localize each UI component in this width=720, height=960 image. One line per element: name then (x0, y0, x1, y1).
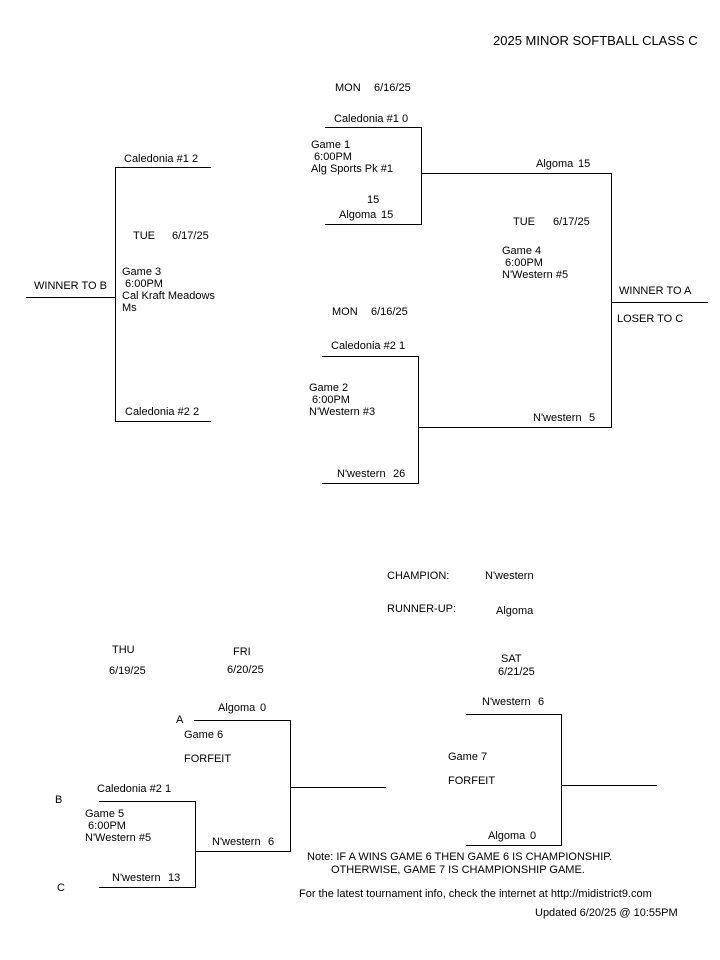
game1-connector (421, 127, 422, 225)
note-line-2: OTHERWISE, GAME 7 IS CHAMPIONSHIP GAME. (331, 864, 585, 876)
game7-team-bottom: Algoma (488, 830, 526, 842)
game6-team-bottom: N'western (212, 836, 261, 848)
runnerup-label: RUNNER-UP: (387, 603, 457, 615)
game4-info: Game 4 6:00PM N'Western #5 (502, 245, 569, 281)
game7-score-bottom: 0 (530, 830, 537, 842)
game7-team-top: N'western (482, 696, 531, 708)
game7-info: Game 7 (448, 751, 488, 763)
game6-score-bottom: 6 (268, 836, 275, 848)
game7-status: FORFEIT (448, 775, 496, 787)
game6-connector (290, 720, 291, 852)
game4-winner-label: WINNER TO A (619, 285, 692, 297)
game3-line-bottom (115, 421, 211, 422)
runnerup-value: Algoma (496, 605, 534, 617)
game6-line-bottom (195, 851, 291, 852)
game1-team-top: Caledonia #1 (334, 113, 399, 125)
game1-line-bottom (325, 224, 421, 225)
footer-updated: Updated 6/20/25 @ 10:55PM (535, 907, 678, 919)
game7-winner-line (561, 785, 657, 786)
game1-team-bottom: Algoma (339, 209, 377, 221)
game5-connector (195, 801, 196, 888)
note-line-1: Note: IF A WINS GAME 6 THEN GAME 6 IS CH… (307, 851, 613, 863)
bracket-title: 2025 MINOR SOFTBALL CLASS C (493, 33, 698, 48)
game4-team-top: Algoma (536, 158, 574, 170)
game6-status: FORFEIT (184, 753, 232, 765)
game6-info: Game 6 (184, 729, 224, 741)
game2-score-top: 1 (399, 340, 406, 352)
game2-day: MON (332, 306, 358, 318)
game5-slot-b: B (55, 794, 63, 806)
champion-value: N'western (485, 570, 534, 582)
game7-score-top: 6 (538, 696, 545, 708)
game6-slot-a: A (176, 714, 184, 726)
game7-day: SAT (501, 653, 522, 665)
game4-winner-line (611, 302, 708, 303)
game1-line-top (325, 127, 421, 128)
champion-label: CHAMPION: (387, 570, 450, 582)
game1-day: MON (335, 82, 361, 94)
game6-line-top (194, 720, 291, 721)
game4-loser-label: LOSER TO C (617, 313, 684, 325)
game2-team-bottom: N'western (337, 468, 386, 480)
game2-line-bottom (322, 483, 418, 484)
game5-line-bottom (99, 887, 195, 888)
game6-winner-line (290, 787, 386, 788)
game4-score-bottom: 5 (589, 412, 596, 424)
game5-score-top: 1 (165, 783, 172, 795)
game3-date: 6/17/25 (172, 230, 209, 242)
game6-date: 6/20/25 (227, 664, 264, 676)
game1-info: Game 1 6:00PM Alg Sports Pk #1 (311, 139, 393, 175)
game7-date: 6/21/25 (498, 666, 535, 678)
game3-winner-label: WINNER TO B (34, 280, 107, 292)
game3-line-top (115, 167, 211, 168)
game2-date: 6/16/25 (371, 306, 408, 318)
game6-score-top: 0 (260, 702, 267, 714)
game5-info: Game 5 6:00PM N'Western #5 (85, 808, 152, 844)
game3-team-top: Caledonia #1 (124, 153, 189, 165)
game1-score-bottom: 15 (381, 209, 394, 221)
game5-day: THU (112, 644, 135, 656)
game6-team-top: Algoma (218, 702, 256, 714)
game2-team-top: Caledonia #2 (331, 340, 396, 352)
game2-score-bottom: 26 (393, 468, 406, 480)
game5-line-top (99, 801, 195, 802)
game7-line-top (466, 714, 562, 715)
game4-score-top: 15 (578, 158, 591, 170)
game5-team-bottom: N'western (112, 872, 161, 884)
game6-day: FRI (233, 646, 251, 658)
game5-team-top: Caledonia #2 (97, 783, 162, 795)
game3-info: Game 3 6:00PM Cal Kraft Meadows Ms (122, 266, 215, 314)
game2-line-top (322, 356, 418, 357)
game4-line-bottom (418, 427, 612, 428)
game3-score-bottom: 2 (193, 406, 200, 418)
game7-connector (561, 714, 562, 846)
game5-date: 6/19/25 (109, 665, 146, 677)
game3-score-top: 2 (192, 153, 199, 165)
game5-score-bottom: 13 (168, 872, 181, 884)
game3-day: TUE (133, 230, 155, 242)
game7-line-bottom (466, 845, 562, 846)
game3-connector (115, 167, 116, 422)
game3-winner-line (26, 297, 116, 298)
footer-info: For the latest tournament info, check th… (299, 888, 652, 900)
game1-score-top: 0 (402, 113, 409, 125)
game3-team-bottom: Caledonia #2 (125, 406, 190, 418)
game5-slot-c: C (57, 882, 65, 894)
game4-team-bottom: N'western (533, 412, 582, 424)
game4-date: 6/17/25 (553, 216, 590, 228)
game2-connector (418, 356, 419, 484)
game4-line-top (421, 173, 612, 174)
game4-day: TUE (513, 216, 535, 228)
game1-date: 6/16/25 (374, 82, 411, 94)
game1-inning: 15 (367, 194, 380, 206)
game4-connector (611, 173, 612, 428)
game2-info: Game 2 6:00PM N'Western #3 (309, 382, 376, 418)
